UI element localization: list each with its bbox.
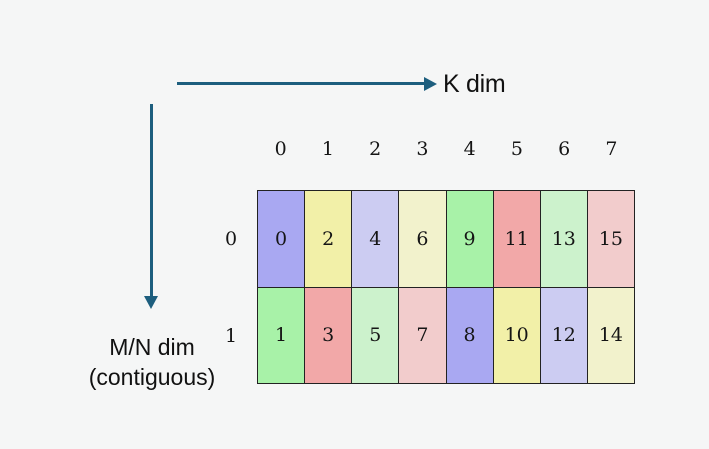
row-header-0: 0	[224, 227, 238, 250]
grid-cell-r1-c2: 5	[352, 287, 400, 383]
mn-dim-label-line1: M/N dim	[109, 334, 195, 360]
grid-cell-r0-c1: 2	[305, 191, 353, 287]
grid-cell-r0-c4: 9	[446, 191, 494, 287]
grid-cell-r1-c4: 8	[446, 287, 494, 383]
column-header-3: 3	[416, 138, 429, 160]
grid-cell-r0-c3: 6	[399, 191, 447, 287]
grid-cell-r0-c6: 13	[540, 191, 588, 287]
column-header-7: 7	[605, 138, 618, 160]
grid-cell-r0-c7: 15	[587, 191, 634, 287]
arrow-down-icon	[144, 296, 158, 309]
grid-cell-r1-c7: 14	[587, 287, 634, 383]
row-header-1: 1	[224, 324, 238, 347]
grid-cell-r1-c1: 3	[305, 287, 353, 383]
grid-cell-r0-c2: 4	[352, 191, 400, 287]
k-dim-label: K dim	[443, 70, 506, 98]
mn-dim-arrow-shaft	[150, 104, 153, 300]
grid-cell-r1-c0: 1	[258, 287, 306, 383]
grid-cell-r0-c5: 11	[493, 191, 541, 287]
column-header-0: 0	[274, 138, 287, 160]
column-header-4: 4	[463, 138, 476, 160]
column-header-5: 5	[510, 138, 523, 160]
column-header-1: 1	[321, 138, 334, 160]
grid-cell-r0-c0: 0	[258, 191, 306, 287]
column-header-row: 0 1 2 3 4 5 6 7	[257, 138, 635, 160]
arrow-right-icon	[424, 77, 437, 91]
k-dim-arrow-shaft	[177, 82, 427, 85]
column-header-2: 2	[369, 138, 382, 160]
grid-cell-r1-c3: 7	[399, 287, 447, 383]
grid-cell-r1-c5: 10	[493, 287, 541, 383]
column-header-6: 6	[558, 138, 571, 160]
grid-cell-r1-c6: 12	[540, 287, 588, 383]
mn-dim-label-line2: (contiguous)	[88, 364, 216, 390]
mn-dim-label: M/N dim (contiguous)	[42, 332, 262, 392]
